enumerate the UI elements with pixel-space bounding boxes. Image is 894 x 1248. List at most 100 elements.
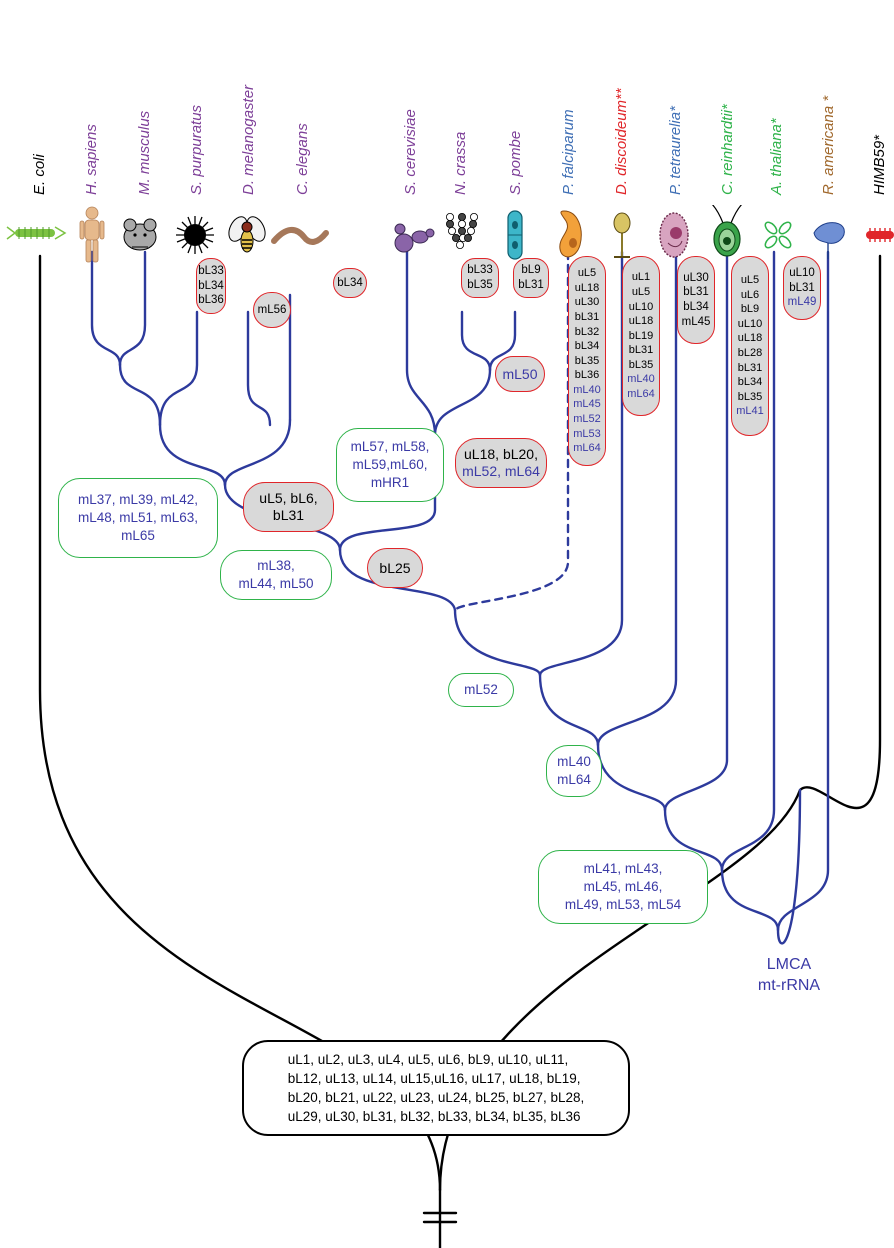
loss-list-mito: mL49	[788, 295, 817, 310]
branch-fungi	[338, 433, 437, 552]
branch-ncrassa	[460, 310, 492, 372]
gain-list: mL37, mL39, mL42,mL48, mL51, mL63,mL65	[78, 491, 198, 545]
list-line: bL35	[574, 354, 600, 367]
list-line: bL9	[521, 264, 541, 277]
species-name: N. crassa	[452, 131, 469, 195]
list-line: mL44, mL50	[238, 576, 314, 591]
list-line: bL31	[272, 507, 305, 523]
species-name: S. purpuratus	[188, 104, 205, 195]
branch-fission	[433, 368, 492, 437]
lmca-subtitle: mt-rRNA	[757, 977, 821, 994]
lmca-label: LMCA mt-rRNA	[752, 954, 826, 996]
species-label: S. cerevisiae	[402, 109, 420, 195]
list-line: mL48, mL51, mL63,	[77, 510, 199, 525]
list-line: uL18	[628, 315, 654, 328]
alga-icon	[712, 205, 742, 257]
fly-icon	[228, 216, 266, 253]
gain-box-eukaryotes: mL41, mL43, mL45, mL46, mL49, mL53, mL54	[538, 850, 708, 924]
list-line: bL28	[737, 347, 763, 359]
species-name: P. tetraurelia	[667, 111, 684, 195]
root-list: uL1, uL2, uL3, uL4, uL5, uL6, bL9, uL10,…	[288, 1050, 585, 1126]
species-name: HIMB59	[871, 140, 888, 195]
list-line: bL36	[574, 369, 600, 382]
list-line: mL45, mL46,	[583, 879, 663, 894]
list-line: mL41, mL43,	[583, 861, 663, 876]
list-line: uL18	[574, 281, 600, 294]
loss-box-metazoa: uL5, bL6,bL31	[243, 482, 334, 532]
species-marker: *	[667, 106, 684, 112]
list-line: mL40	[573, 383, 601, 396]
list-line: mL64	[627, 388, 655, 401]
list-line: uL30	[574, 296, 600, 309]
ciliate-icon	[659, 212, 689, 258]
list-line: bL36	[198, 294, 224, 307]
branch-ramericana	[776, 250, 830, 932]
branch-amorphea	[538, 673, 600, 747]
branch-spurpuratus	[158, 310, 199, 427]
list-line: uL30	[683, 271, 709, 284]
list-line: mL37, mL39, mL42,	[77, 492, 199, 507]
list-line: bL34	[737, 376, 763, 389]
list-line: mL53	[573, 427, 601, 440]
list-line: bL19	[628, 329, 654, 342]
branch-pfalciparum	[453, 250, 570, 612]
species-label: E. coli	[31, 154, 49, 195]
species-name: D. melanogaster	[240, 84, 257, 195]
loss-item: mL52, mL64	[462, 463, 540, 479]
list-line: bL31	[574, 310, 600, 323]
list-line: mL57, mL58,	[350, 439, 430, 454]
species-label: N. crassa	[452, 132, 470, 195]
branch-node4	[663, 808, 724, 872]
list-line: uL10	[789, 267, 815, 280]
loss-box-opisthokonta: bL25	[367, 548, 423, 588]
list-line: uL1	[631, 271, 651, 284]
list-line: mL40	[557, 754, 591, 769]
list-line: mL45	[681, 315, 711, 328]
branch-hsapiens	[90, 250, 122, 367]
sea-urchin-icon	[176, 216, 214, 254]
list-line: uL5, bL6,	[259, 490, 318, 506]
species-name: H. sapiens	[83, 124, 100, 195]
species-label: HIMB59*	[871, 135, 889, 195]
species-label: P. falciparum	[560, 109, 578, 195]
lmca-title: LMCA	[766, 956, 812, 973]
list-line: mL64	[573, 442, 601, 455]
loss-box-celegans: bL34	[333, 268, 367, 298]
species-label: S. pombe	[507, 131, 525, 195]
species-name: A. thaliana	[768, 124, 785, 195]
species-marker: *	[871, 134, 888, 141]
parasite-icon	[559, 210, 582, 258]
branch-mmusculus	[118, 250, 147, 367]
species-name: M. musculus	[136, 110, 153, 195]
species-label: R. americana *	[820, 96, 838, 195]
list-line: bL33	[467, 264, 493, 277]
list-line: bL31	[789, 281, 815, 294]
species-name: P. falciparum	[560, 109, 577, 195]
list-line: mL49, mL53, mL54	[564, 897, 682, 912]
species-name: E. coli	[31, 154, 48, 195]
branch-node5	[720, 868, 780, 932]
organism-icons	[6, 205, 894, 263]
gain-list: mL41, mL43, mL45, mL46, mL49, mL53, mL54	[565, 860, 681, 914]
list-line: bL12, uL13, uL14, uL15,uL16, uL17, uL18,…	[287, 1071, 581, 1086]
species-name: C. elegans	[294, 123, 311, 195]
list-line: bL20, bL21, uL22, uL23, uL24, bL25, bL27…	[287, 1090, 585, 1105]
list-line: bL34	[198, 279, 224, 292]
slime-mold-icon	[613, 212, 631, 258]
species-label: A. thaliana*	[768, 118, 786, 195]
species-marker: *	[768, 118, 785, 125]
species-marker: **	[613, 88, 630, 100]
list-line: bL31	[683, 286, 709, 299]
loss-box-dmel: mL56	[253, 292, 291, 328]
